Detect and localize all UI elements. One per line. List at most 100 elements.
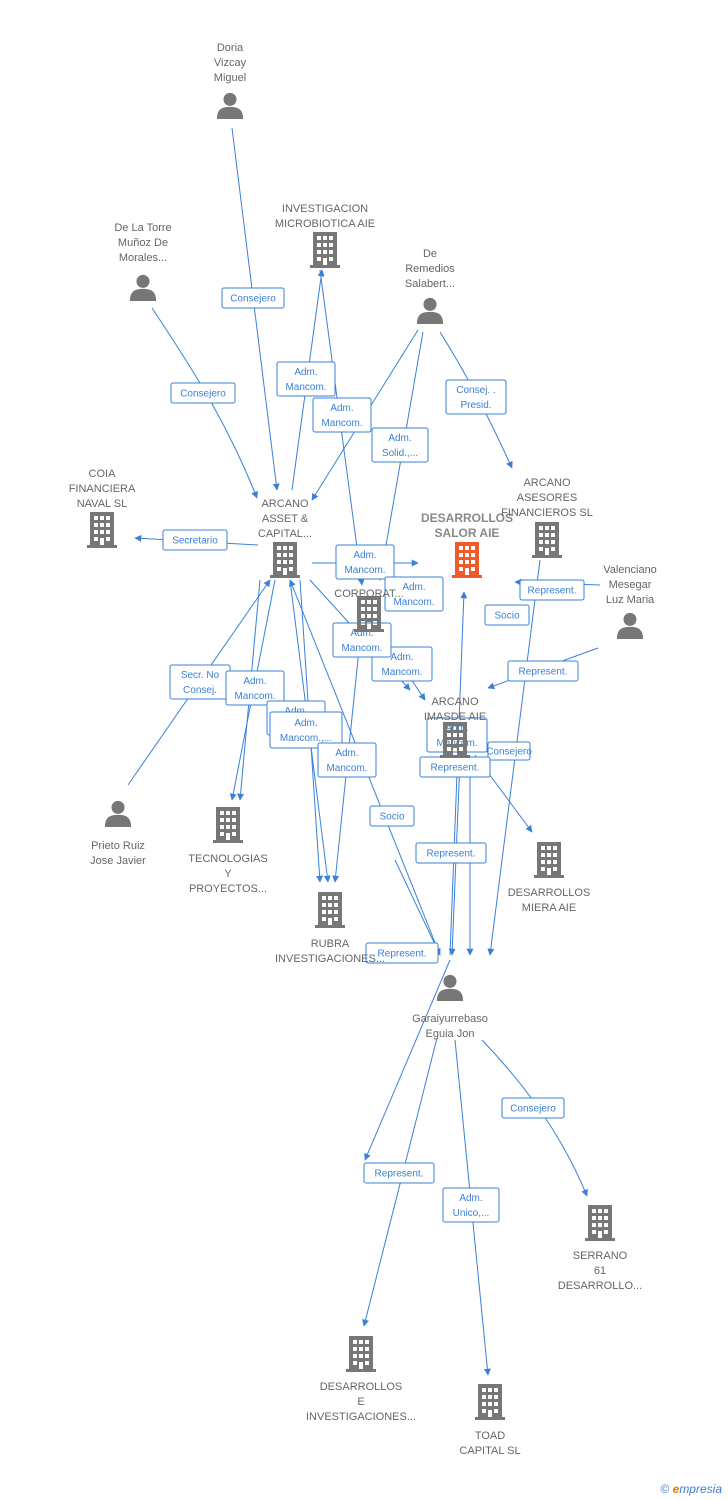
person-icon xyxy=(104,800,132,827)
edge-label-text: Socio xyxy=(379,812,404,823)
edge-label-tag[interactable]: Consejero xyxy=(501,1097,565,1119)
edge-label-box xyxy=(170,382,236,404)
node-label: DESARROLLOS xyxy=(421,511,513,525)
edge-label-tag[interactable]: Adm. Mancom. xyxy=(312,397,372,433)
edge-label-text: Mancom. xyxy=(344,565,385,576)
edge-label-tag[interactable]: Represent. xyxy=(419,756,491,778)
node-desinv[interactable]: DESARROLLOSEINVESTIGACIONES... xyxy=(306,1336,416,1423)
building-icon xyxy=(585,1205,615,1241)
node-label: Salabert... xyxy=(405,278,455,290)
edge-label-text: Secr. No xyxy=(181,670,220,681)
edge-label-tag[interactable]: Represent. xyxy=(415,842,487,864)
node-label: RUBRA xyxy=(311,938,350,950)
building-icon xyxy=(452,542,482,578)
edge-label-box xyxy=(519,579,585,601)
building-icon xyxy=(315,892,345,928)
edge-label-tag[interactable]: Adm.Mancom. xyxy=(317,742,377,778)
edge-label-tag[interactable]: Adm.Mancom. xyxy=(384,576,444,612)
edge-label-text: Adm. xyxy=(294,367,317,378)
edge-label-tag[interactable]: Socio xyxy=(369,805,415,827)
building-icon xyxy=(534,842,564,878)
edge-label-tag[interactable]: Consejero xyxy=(170,382,236,404)
edge-label-text: Represent. xyxy=(375,1169,424,1180)
edge-delatorre-to-arcanoasset xyxy=(151,307,258,499)
empresia-footer[interactable]: © empresia xyxy=(660,1482,722,1496)
edge-label-box xyxy=(369,805,415,827)
edge-label-text: Adm. xyxy=(335,748,358,759)
edge-label-tag[interactable]: Consejero xyxy=(221,287,285,309)
edge-label-tag[interactable]: Consej. .Presid. xyxy=(445,379,507,415)
node-rubra[interactable]: RUBRAINVESTIGACIONES... xyxy=(275,892,385,965)
building-icon xyxy=(532,522,562,558)
node-desarrollosmiera[interactable]: DESARROLLOS MIERA AIE xyxy=(508,842,591,914)
node-label: Luz Maria xyxy=(606,594,655,606)
node-label: CAPITAL SL xyxy=(459,1445,520,1457)
node-toad[interactable]: TOAD CAPITAL SL xyxy=(459,1384,521,1457)
edge-label-tag[interactable]: Represent. xyxy=(365,942,439,964)
edge-label-tag[interactable]: Secr. No Consej. xyxy=(169,664,231,700)
node-label: DESARROLLOS xyxy=(320,1381,403,1393)
node-label: SALOR AIE xyxy=(435,526,500,540)
edge-label-tag[interactable]: Adm.Unico,... xyxy=(442,1187,500,1223)
node-label: IMASDE AIE xyxy=(424,711,486,723)
edge-label-text: Represent. xyxy=(431,763,480,774)
node-label: PROYECTOS... xyxy=(189,883,267,895)
person-icon xyxy=(616,612,644,639)
edge-extra-9 xyxy=(364,959,451,1161)
building-icon xyxy=(475,1384,505,1420)
node-label: MICROBIOTICA AIE xyxy=(275,218,375,230)
node-label: ARCANO xyxy=(523,477,571,489)
edge-label-tag[interactable]: Adm.Mancom.,... xyxy=(269,711,343,749)
node-deremedios[interactable]: DeRemediosSalabert... xyxy=(405,248,455,324)
edge-label-box xyxy=(384,576,444,612)
edge-label-text: Adm. xyxy=(294,718,317,729)
edge-label-tag[interactable]: Represent. xyxy=(507,660,579,682)
edge-label-text: Consejero xyxy=(180,389,226,400)
edge-label-tag[interactable]: Socio xyxy=(484,604,530,626)
edge-label-tag[interactable]: Secretario xyxy=(162,529,228,551)
node-label: TECNOLOGIAS xyxy=(188,853,267,865)
edge-label-text: Adm. xyxy=(330,403,353,414)
node-label: ASSET & xyxy=(262,513,309,525)
edge-label-text: Mancom. xyxy=(321,418,362,429)
edge-label-tag[interactable]: Consejero xyxy=(486,741,532,761)
edge-label-tag[interactable]: Adm.Mancom. xyxy=(335,544,395,580)
edge-label-tag[interactable]: Represent. xyxy=(519,579,585,601)
node-corporat[interactable]: CORPORAT... xyxy=(334,588,404,632)
node-tecnologias[interactable]: TECNOLOGIAS Y PROYECTOS... xyxy=(188,807,268,895)
edge-label-tag[interactable]: Adm.Solid.,... xyxy=(371,427,429,463)
node-label: ARCANO xyxy=(261,498,309,510)
node-label: DESARROLLOS xyxy=(508,887,591,899)
edge-label-tag[interactable]: Adm.Mancom. xyxy=(276,361,336,397)
node-label: MIERA AIE xyxy=(522,902,576,914)
edge-label-box xyxy=(371,427,429,463)
edge-label-tag[interactable]: Represent. xyxy=(363,1162,435,1184)
node-label: NAVAL SL xyxy=(77,498,128,510)
node-serrano[interactable]: SERRANO61DESARROLLO... xyxy=(558,1205,642,1292)
building-icon xyxy=(270,542,300,578)
node-label: Doria xyxy=(217,42,244,54)
node-label: Y xyxy=(224,868,232,880)
person-icon xyxy=(416,297,444,324)
node-label: TOAD xyxy=(475,1430,505,1442)
building-icon xyxy=(213,807,243,843)
edge-labels-layer: ConsejeroConsejeroAdm.Mancom.Adm.Mancom.… xyxy=(162,287,585,1223)
edge-label-text: Consej. xyxy=(183,685,217,696)
node-label: SERRANO xyxy=(573,1250,628,1262)
edge-label-text: Mancom. xyxy=(341,643,382,654)
node-label: Muñoz De xyxy=(118,237,168,249)
node-label: Eguia Jon xyxy=(426,1028,475,1040)
edge-label-tag[interactable]: Adm.Mancom. xyxy=(225,670,285,706)
edge-label-text: Socio xyxy=(494,611,519,622)
